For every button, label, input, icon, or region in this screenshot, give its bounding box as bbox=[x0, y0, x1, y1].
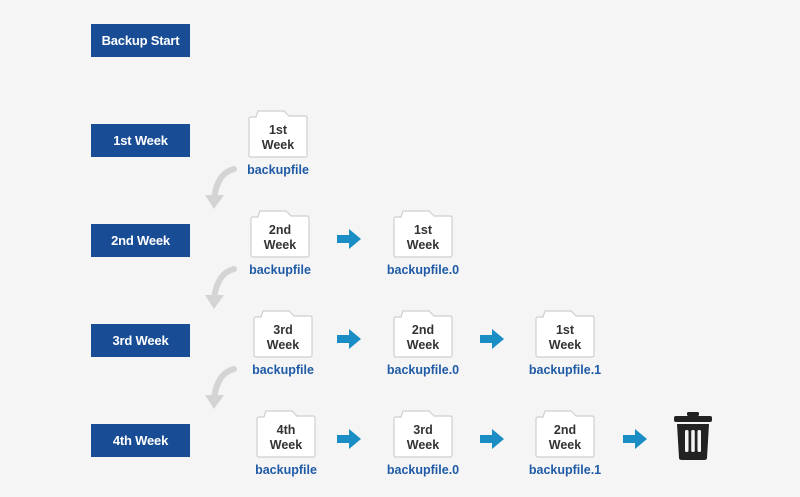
file-icon bbox=[535, 310, 595, 358]
label-backup-start: Backup Start bbox=[91, 24, 190, 57]
file-label-line1: 4th bbox=[276, 423, 296, 437]
right-arrow-icon bbox=[337, 329, 361, 349]
file-label-line1: 2nd bbox=[553, 423, 577, 437]
file-name: backupfile.0 bbox=[386, 263, 460, 277]
file-item: 1st Week backupfile.0 bbox=[368, 210, 478, 280]
file-label: 3rd Week bbox=[393, 423, 453, 453]
curved-down-arrow-icon bbox=[205, 166, 237, 209]
file-label: 1st Week bbox=[248, 123, 308, 153]
file-icon bbox=[535, 410, 595, 458]
curved-down-arrow-icon bbox=[205, 366, 237, 409]
file-label-line2: Week bbox=[406, 338, 440, 352]
file-name: backupfile.0 bbox=[386, 363, 460, 377]
file-icon bbox=[393, 310, 453, 358]
file-label-line1: 1st bbox=[555, 323, 575, 337]
file-label-line1: 2nd bbox=[268, 223, 292, 237]
file-name: backupfile bbox=[252, 363, 314, 377]
file-label: 3rd Week bbox=[253, 323, 313, 353]
file-label-line2: Week bbox=[548, 438, 582, 452]
file-item: 4th Week backupfile bbox=[231, 410, 341, 480]
label-2nd-week: 2nd Week bbox=[91, 224, 190, 257]
file-label-line1: 3rd bbox=[273, 323, 293, 337]
file-label-line2: Week bbox=[261, 138, 295, 152]
label-3rd-week: 3rd Week bbox=[91, 324, 190, 357]
file-icon bbox=[248, 110, 308, 158]
right-arrow-icon bbox=[623, 429, 647, 449]
file-item: 1st Week backupfile.1 bbox=[510, 310, 620, 380]
right-arrow-icon bbox=[480, 329, 504, 349]
file-label: 2nd Week bbox=[535, 423, 595, 453]
file-label-line2: Week bbox=[548, 338, 582, 352]
label-1st-week: 1st Week bbox=[91, 124, 190, 157]
file-label: 1st Week bbox=[535, 323, 595, 353]
trash-icon bbox=[674, 412, 712, 460]
file-item: 2nd Week backupfile.0 bbox=[368, 310, 478, 380]
file-name: backupfile.1 bbox=[528, 363, 602, 377]
file-name: backupfile bbox=[247, 163, 309, 177]
file-name: backupfile bbox=[255, 463, 317, 477]
label-4th-week: 4th Week bbox=[91, 424, 190, 457]
file-label-line2: Week bbox=[266, 338, 300, 352]
file-label-line2: Week bbox=[263, 238, 297, 252]
file-label: 2nd Week bbox=[250, 223, 310, 253]
file-item: 1st Week backupfile bbox=[223, 110, 333, 180]
file-icon bbox=[253, 310, 313, 358]
curved-down-arrow-icon bbox=[205, 266, 237, 309]
file-label-line1: 1st bbox=[413, 223, 433, 237]
file-item: 2nd Week backupfile bbox=[225, 210, 335, 280]
file-name: backupfile.1 bbox=[528, 463, 602, 477]
file-name: backupfile.0 bbox=[386, 463, 460, 477]
file-label-line2: Week bbox=[406, 438, 440, 452]
file-name: backupfile bbox=[249, 263, 311, 277]
file-label-line2: Week bbox=[269, 438, 303, 452]
file-label: 4th Week bbox=[256, 423, 316, 453]
right-arrow-icon bbox=[480, 429, 504, 449]
file-label-line2: Week bbox=[406, 238, 440, 252]
file-label: 2nd Week bbox=[393, 323, 453, 353]
file-icon bbox=[250, 210, 310, 258]
file-icon bbox=[393, 410, 453, 458]
right-arrow-icon bbox=[337, 229, 361, 249]
right-arrow-icon bbox=[337, 429, 361, 449]
file-item: 3rd Week backupfile bbox=[228, 310, 338, 380]
file-icon bbox=[256, 410, 316, 458]
file-item: 3rd Week backupfile.0 bbox=[368, 410, 478, 480]
file-item: 2nd Week backupfile.1 bbox=[510, 410, 620, 480]
file-icon bbox=[393, 210, 453, 258]
file-label-line1: 1st bbox=[268, 123, 288, 137]
file-label-line1: 2nd bbox=[411, 323, 435, 337]
file-label-line1: 3rd bbox=[413, 423, 433, 437]
file-label: 1st Week bbox=[393, 223, 453, 253]
